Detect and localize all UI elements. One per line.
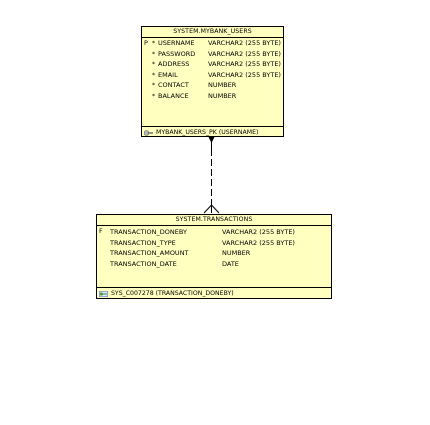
- key-icon: [144, 129, 153, 136]
- column-type: DATE: [222, 259, 239, 268]
- column-name: TRANSACTION_TYPE: [110, 238, 176, 247]
- column-type: VARCHAR2 (255 BYTE): [208, 70, 281, 79]
- column-row: TRANSACTION_DONEBY VARCHAR2 (255 BYTE): [97, 228, 331, 237]
- column-type: NUMBER: [208, 81, 237, 89]
- column-row: *ADDRESS VARCHAR2 (255 BYTE): [142, 60, 283, 69]
- primary-flag: P: [144, 39, 148, 47]
- column-name: PASSWORD: [158, 49, 196, 58]
- column-name: TRANSACTION_AMOUNT: [110, 249, 189, 257]
- column-name: TRANSACTION_DONEBY: [110, 228, 187, 236]
- column-type: NUMBER: [222, 249, 251, 257]
- foreign-flag: F: [99, 227, 103, 235]
- column-type: VARCHAR2 (255 BYTE): [208, 60, 281, 68]
- relationship-connector: [203, 137, 220, 214]
- column-row: *EMAIL VARCHAR2 (255 BYTE): [142, 71, 283, 80]
- column-type: VARCHAR2 (255 BYTE): [208, 39, 281, 47]
- foreign-key-label: SYS_C007278 (TRANSACTION_DONEBY): [111, 290, 234, 297]
- required-marker: *: [152, 61, 155, 68]
- column-row: *USERNAME VARCHAR2 (255 BYTE): [142, 39, 283, 48]
- required-marker: *: [152, 82, 155, 89]
- column-row: *PASSWORD VARCHAR2 (255 BYTE): [142, 50, 283, 59]
- column-name: EMAIL: [158, 70, 178, 79]
- column-row: TRANSACTION_AMOUNT NUMBER: [97, 249, 331, 258]
- column-type: VARCHAR2 (255 BYTE): [208, 49, 281, 58]
- column-name: CONTACT: [158, 81, 189, 89]
- required-marker: *: [152, 71, 155, 79]
- column-row: TRANSACTION_TYPE VARCHAR2 (255 BYTE): [97, 239, 331, 248]
- column-name: TRANSACTION_DATE: [110, 259, 177, 268]
- column-name: ADDRESS: [158, 60, 190, 68]
- column-row: *CONTACT NUMBER: [142, 81, 283, 90]
- required-marker: *: [152, 40, 155, 47]
- column-row: *BALANCE NUMBER: [142, 92, 283, 101]
- required-marker: *: [152, 50, 155, 58]
- column-type: NUMBER: [208, 91, 237, 100]
- primary-key-row: MYBANK_USERS_PK (USERNAME): [142, 127, 283, 138]
- foreign-key-icon: [99, 290, 108, 297]
- foreign-key-row: SYS_C007278 (TRANSACTION_DONEBY): [97, 288, 331, 299]
- column-row: TRANSACTION_DATE DATE: [97, 260, 331, 269]
- entity-title: SYSTEM.MYBANK_USERS: [142, 27, 283, 38]
- column-type: VARCHAR2 (255 BYTE): [222, 238, 295, 247]
- column-type: VARCHAR2 (255 BYTE): [222, 228, 295, 236]
- column-name: USERNAME: [158, 39, 195, 47]
- primary-key-label: MYBANK_USERS_PK (USERNAME): [156, 129, 259, 136]
- entity-title: SYSTEM.TRANSACTIONS: [97, 215, 331, 226]
- required-marker: *: [152, 92, 155, 100]
- entity-transactions[interactable]: SYSTEM.TRANSACTIONS F TRANSACTION_DONEBY…: [96, 214, 332, 299]
- column-name: BALANCE: [158, 91, 189, 100]
